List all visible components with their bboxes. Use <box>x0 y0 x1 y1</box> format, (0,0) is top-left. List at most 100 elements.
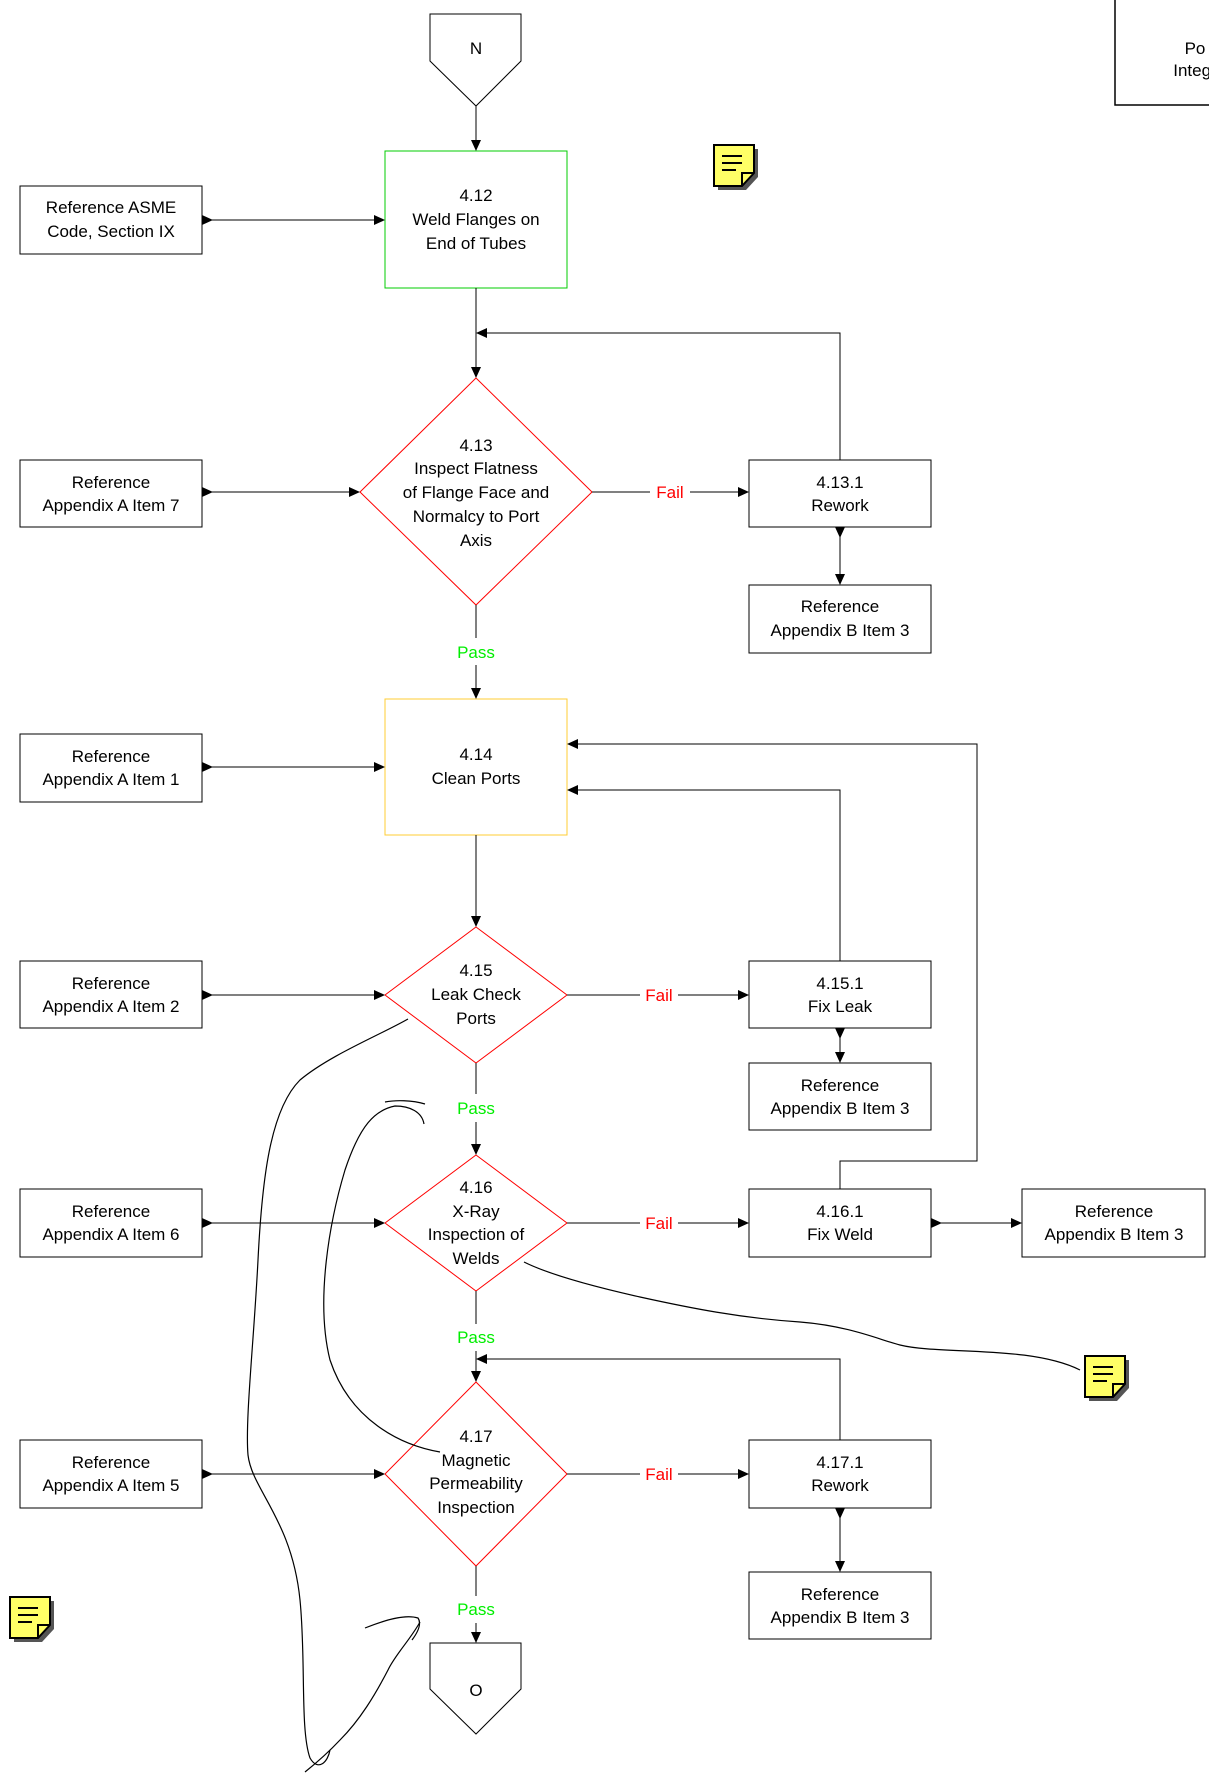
step-4-15-1[interactable]: 4.15.1 Fix Leak <box>748 960 932 1029</box>
reference-appendix-b-item-3-c[interactable]: Reference Appendix B Item 3 <box>1021 1188 1206 1258</box>
ink-stroke-long <box>246 1018 409 1766</box>
ink-stroke-tick-1 <box>384 1100 426 1105</box>
corner-title-line-2: Integr <box>1173 61 1209 80</box>
decision-4-15-number: 4.15 <box>459 961 492 980</box>
reference-a7-line-1: Reference <box>72 473 150 492</box>
decision-4-13-line-1: Inspect Flatness <box>414 459 538 478</box>
decision-4-13-line-3: Normalcy to Port <box>413 507 540 526</box>
loop-4-17-1-to-4-16-flow <box>476 1354 841 1440</box>
reference-b3-c-line-1: Reference <box>1075 1202 1153 1221</box>
decision-4-13-line-2: of Flange Face and <box>403 483 549 502</box>
note-icon[interactable] <box>1084 1355 1129 1401</box>
reference-appendix-b-item-3-d[interactable]: Reference Appendix B Item 3 <box>748 1571 932 1640</box>
decision-4-15[interactable]: 4.15 Leak Check Ports <box>384 926 568 1064</box>
reference-appendix-b-item-3-b[interactable]: Reference Appendix B Item 3 <box>748 1062 932 1131</box>
reference-asme-line-1: Reference ASME <box>46 198 176 217</box>
reference-appendix-a-item-2[interactable]: Reference Appendix A Item 2 <box>19 960 203 1029</box>
step-4-14[interactable]: 4.14 Clean Ports <box>384 698 568 836</box>
ink-stroke-bottom <box>304 1621 421 1773</box>
fail-label-4-13: Fail <box>656 483 683 502</box>
decision-4-16[interactable]: 4.16 X-Ray Inspection of Welds <box>384 1154 568 1292</box>
loop-4-13-1-to-4-12-flow <box>476 328 841 460</box>
step-4-12[interactable]: 4.12 Weld Flanges on End of Tubes <box>384 150 568 289</box>
connector-o-label: O <box>469 1681 482 1700</box>
pass-label-4-16: Pass <box>457 1328 495 1347</box>
ink-stroke-tick-2 <box>364 1616 421 1641</box>
reference-appendix-b-item-3-a[interactable]: Reference Appendix B Item 3 <box>748 584 932 654</box>
reference-b3-c-line-2: Appendix B Item 3 <box>1045 1225 1184 1244</box>
decision-4-17-line-3: Inspection <box>437 1498 515 1517</box>
handwritten-annotations <box>246 1018 1081 1773</box>
step-4-14-line-1: Clean Ports <box>432 769 521 788</box>
reference-b3-b-line-2: Appendix B Item 3 <box>771 1099 910 1118</box>
reference-a5-line-1: Reference <box>72 1453 150 1472</box>
fail-label-4-17: Fail <box>645 1465 672 1484</box>
reference-a2-line-2: Appendix A Item 2 <box>42 997 179 1016</box>
edge-labels: Fail Fail Fail Fail Pass Pass Pass Pass <box>457 483 684 1619</box>
note-icon[interactable] <box>9 1596 54 1642</box>
decision-4-13-line-4: Axis <box>460 531 492 550</box>
step-4-14-number: 4.14 <box>459 745 492 764</box>
step-4-13-1-line-1: Rework <box>811 496 869 515</box>
step-4-17-1-line-1: Rework <box>811 1476 869 1495</box>
reference-appendix-a-item-7[interactable]: Reference Appendix A Item 7 <box>19 459 203 528</box>
ink-stroke-loop <box>323 1105 441 1453</box>
step-4-12-line-2: End of Tubes <box>426 234 526 253</box>
decision-4-17-line-1: Magnetic <box>442 1451 511 1470</box>
loop-4-15-1-to-4-14 <box>567 785 841 961</box>
reference-asme[interactable]: Reference ASME Code, Section IX <box>19 185 203 255</box>
step-4-17-1-number: 4.17.1 <box>816 1453 863 1472</box>
connector-n-label: N <box>470 39 482 58</box>
decision-4-13[interactable]: 4.13 Inspect Flatness of Flange Face and… <box>359 377 593 606</box>
decision-4-17-number: 4.17 <box>459 1427 492 1446</box>
fail-label-4-15: Fail <box>645 986 672 1005</box>
reference-a5-line-2: Appendix A Item 5 <box>42 1476 179 1495</box>
step-4-15-1-line-1: Fix Leak <box>808 997 873 1016</box>
connector-o[interactable]: O <box>429 1642 522 1735</box>
reference-a6-line-2: Appendix A Item 6 <box>42 1225 179 1244</box>
decision-4-16-line-3: Welds <box>453 1249 500 1268</box>
ink-stroke-to-note <box>523 1261 1081 1371</box>
decision-4-17-line-2: Permeability <box>429 1474 523 1493</box>
reference-b3-b-line-1: Reference <box>801 1076 879 1095</box>
step-4-16-1[interactable]: 4.16.1 Fix Weld <box>748 1188 932 1258</box>
decision-4-17[interactable]: 4.17 Magnetic Permeability Inspection <box>384 1381 568 1567</box>
pass-label-4-13: Pass <box>457 643 495 662</box>
reference-b3-a-line-1: Reference <box>801 597 879 616</box>
note-icon[interactable] <box>713 144 758 190</box>
connector-n[interactable]: N <box>429 13 522 107</box>
step-4-13-1[interactable]: 4.13.1 Rework <box>748 459 932 528</box>
step-4-15-1-number: 4.15.1 <box>816 974 863 993</box>
reference-appendix-a-item-1[interactable]: Reference Appendix A Item 1 <box>19 733 203 803</box>
step-4-12-line-1: Weld Flanges on <box>412 210 539 229</box>
step-4-16-1-line-1: Fix Weld <box>807 1225 873 1244</box>
decision-4-15-line-2: Ports <box>456 1009 496 1028</box>
reference-a2-line-1: Reference <box>72 974 150 993</box>
pass-label-4-17: Pass <box>457 1600 495 1619</box>
reference-asme-line-2: Code, Section IX <box>47 222 175 241</box>
reference-a6-line-1: Reference <box>72 1202 150 1221</box>
reference-a7-line-2: Appendix A Item 7 <box>42 496 179 515</box>
reference-b3-a-line-2: Appendix B Item 3 <box>771 621 910 640</box>
pass-label-4-15: Pass <box>457 1099 495 1118</box>
reference-b3-d-line-1: Reference <box>801 1585 879 1604</box>
step-4-16-1-number: 4.16.1 <box>816 1202 863 1221</box>
corner-title-line-1: Po <box>1185 39 1206 58</box>
loop-4-16-1-to-4-14 <box>567 739 978 1189</box>
reference-a1-line-1: Reference <box>72 747 150 766</box>
reference-appendix-a-item-6[interactable]: Reference Appendix A Item 6 <box>19 1188 203 1258</box>
reference-a1-line-2: Appendix A Item 1 <box>42 770 179 789</box>
corner-title-box: Po Integr <box>1114 0 1209 106</box>
step-4-17-1[interactable]: 4.17.1 Rework <box>748 1439 932 1509</box>
decision-4-16-line-1: X-Ray <box>452 1202 500 1221</box>
decision-4-16-number: 4.16 <box>459 1178 492 1197</box>
reference-b3-d-line-2: Appendix B Item 3 <box>771 1608 910 1627</box>
decision-4-13-number: 4.13 <box>459 436 492 455</box>
step-4-13-1-number: 4.13.1 <box>816 473 863 492</box>
decision-4-15-line-1: Leak Check <box>431 985 521 1004</box>
reference-appendix-a-item-5[interactable]: Reference Appendix A Item 5 <box>19 1439 203 1509</box>
decision-4-16-line-2: Inspection of <box>428 1225 525 1244</box>
step-4-12-number: 4.12 <box>459 186 492 205</box>
flow-arrows <box>202 106 1022 1643</box>
